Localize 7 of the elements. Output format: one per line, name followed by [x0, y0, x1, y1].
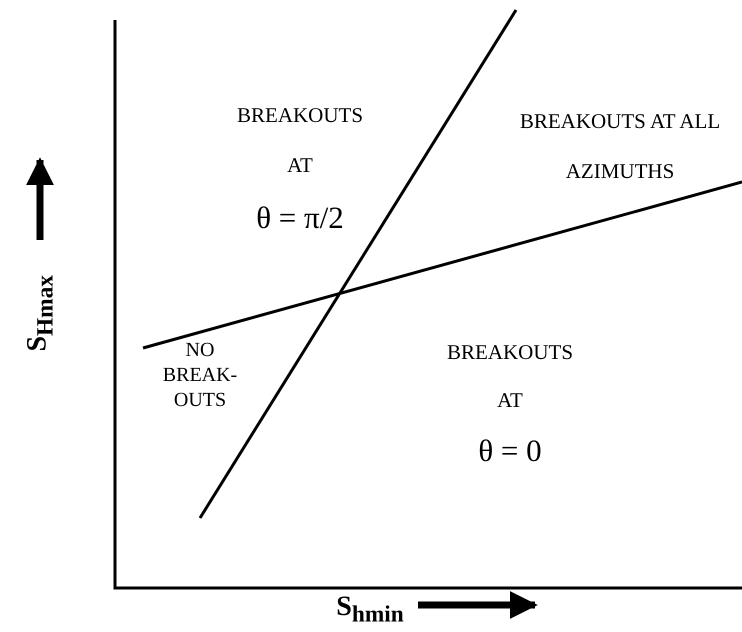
- region-label: BREAKOUTS AT ALL AZIMUTHS: [518, 108, 722, 186]
- axis-label: S$_{hmin}$: [335, 590, 405, 630]
- region-label: BREAKOUTS AT: [236, 102, 364, 180]
- region-label: θ = π/2: [255, 199, 345, 237]
- region-label: NO BREAK- OUTS: [162, 338, 238, 413]
- region-label: BREAKOUTS AT: [446, 339, 574, 414]
- region-label: θ = 0: [477, 432, 543, 470]
